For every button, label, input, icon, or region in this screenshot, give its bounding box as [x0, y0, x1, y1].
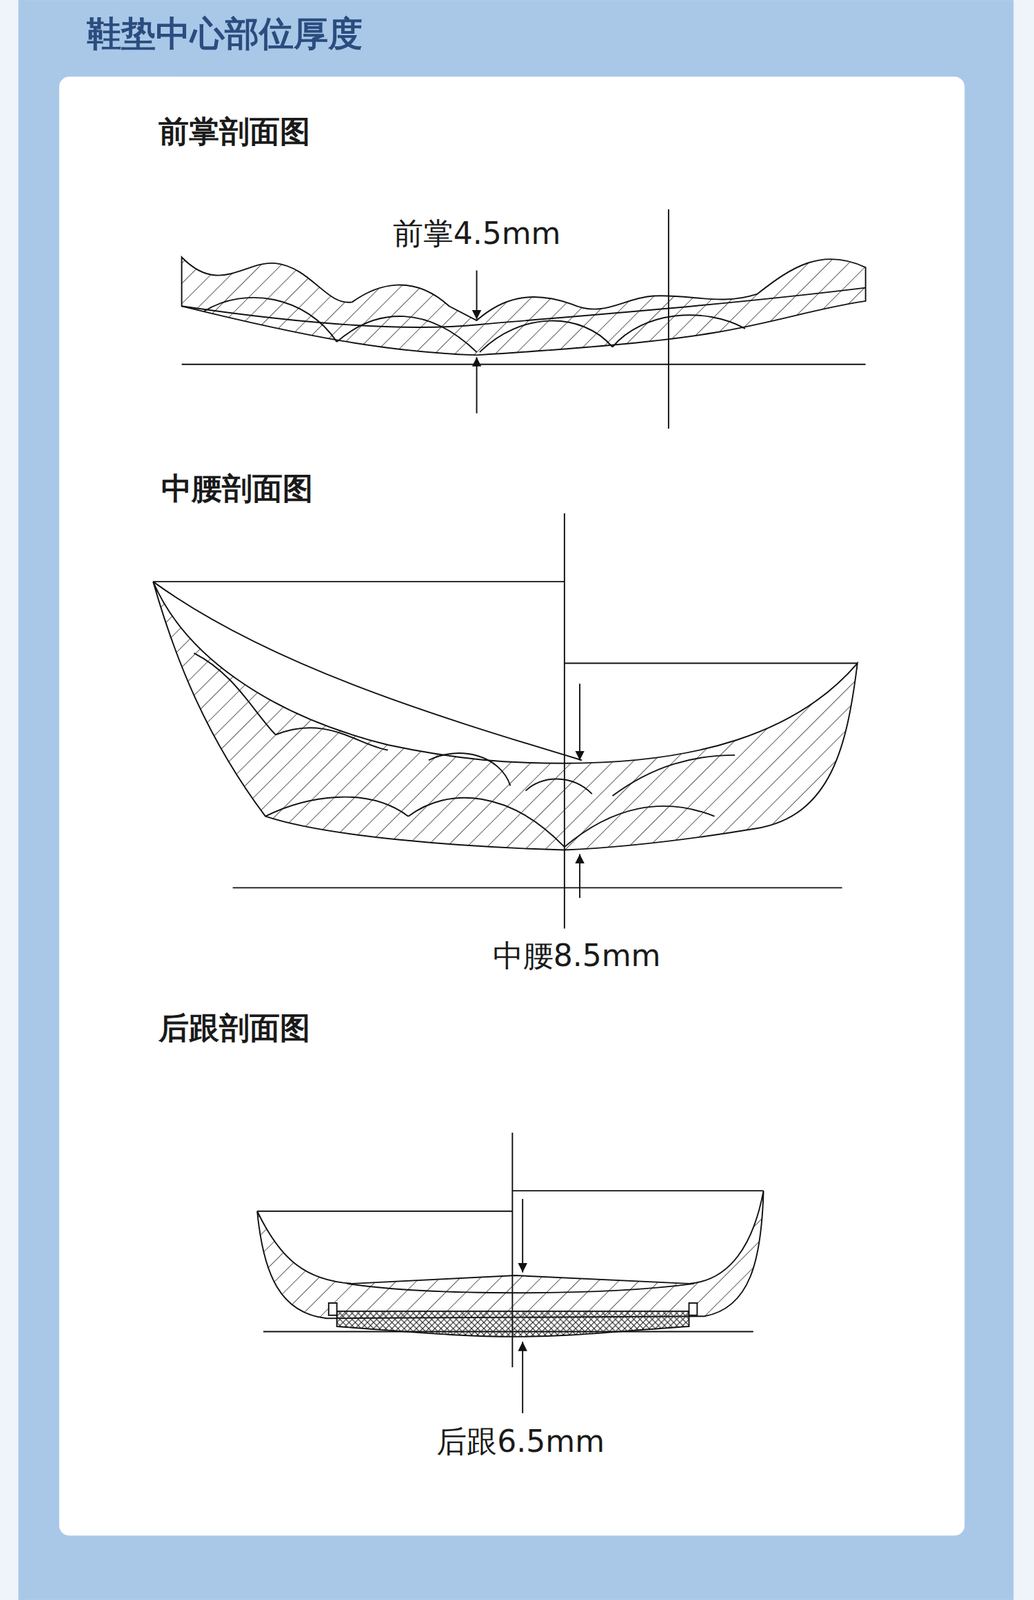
- section-heading: 前掌剖面图: [158, 114, 311, 150]
- insole-profile: [257, 1191, 764, 1319]
- page-title: 鞋垫中心部位厚度: [86, 14, 363, 55]
- section-heading: 中腰剖面图: [161, 471, 313, 507]
- base-line: [181, 363, 866, 366]
- dimension-arrow: [521, 1199, 524, 1274]
- midfoot-section: [153, 513, 858, 930]
- dimension-label: 前掌4.5mm: [390, 216, 564, 252]
- pad-tab: [689, 1303, 698, 1316]
- heel-section: [257, 1133, 764, 1414]
- layer-line: [181, 288, 866, 328]
- cushion-arcs: [265, 797, 715, 848]
- top-line: [512, 1190, 764, 1192]
- gel-pad: [337, 1311, 690, 1338]
- cushion-arcs: [193, 653, 735, 797]
- pad-tab: [328, 1303, 338, 1316]
- dimension-arrow: [579, 854, 581, 899]
- forefoot-section: [181, 209, 866, 429]
- blue-panel: [18, 0, 1015, 1600]
- dimension-arrow: [476, 270, 478, 320]
- foot-surface: [153, 581, 582, 761]
- top-line: [564, 663, 858, 665]
- base-line: [232, 887, 843, 889]
- top-line: [257, 1211, 513, 1213]
- layer-line: [346, 1284, 694, 1294]
- dimension-label: 中腰8.5mm: [490, 938, 664, 975]
- top-line: [153, 581, 565, 583]
- insole-profile: [181, 257, 866, 356]
- insole-profile: [153, 581, 858, 850]
- dimension-label: 后跟6.5mm: [433, 1424, 608, 1461]
- dimension-arrow: [476, 357, 478, 413]
- dimension-arrow: [579, 683, 581, 761]
- dimension-arrow: [521, 1342, 524, 1414]
- section-heading: 后跟剖面图: [158, 1011, 311, 1047]
- center-line: [563, 513, 566, 930]
- white-card: [59, 76, 965, 1536]
